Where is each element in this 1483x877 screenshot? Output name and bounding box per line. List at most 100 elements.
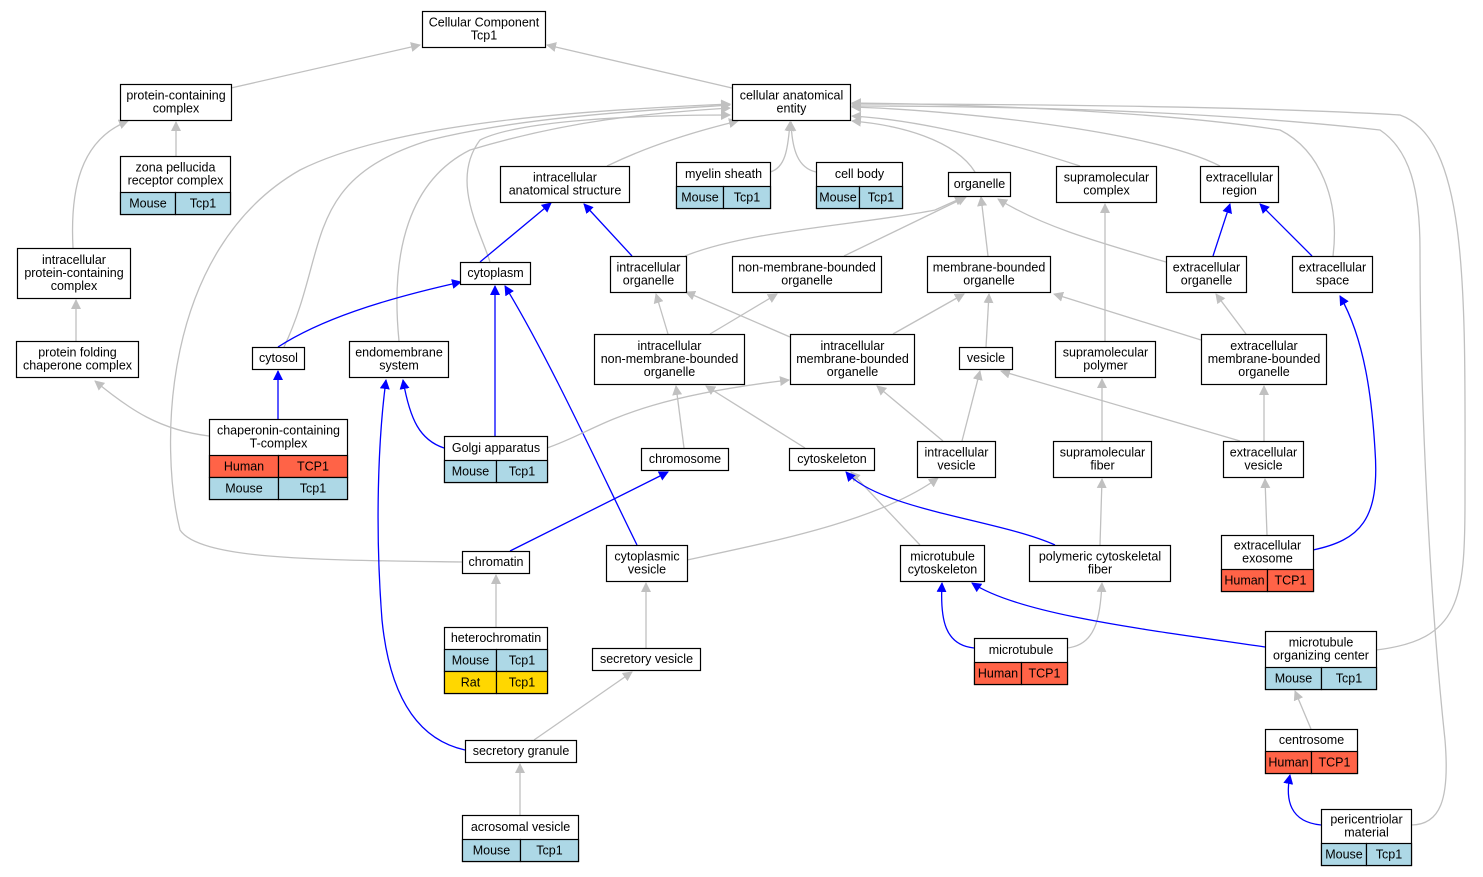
node-label-line: chaperonin-containing [217,424,340,438]
node-label-line: organelle [623,274,674,288]
node-label-line: heterochromatin [451,631,541,645]
edge-part-of-microtubule-to-mtcyto [936,582,975,649]
species-label: Human [224,460,264,474]
node-label-line: non-membrane-bounded [738,261,876,275]
edge-is-a-cellbody-to-cae [786,121,817,173]
edge-is-a-ias-to-cae [606,118,739,167]
go-term-node-cytoplasm[interactable]: cytoplasm [459,261,532,286]
gene-cell [495,670,549,695]
edge-is-a-inmbo-to-nmbo [709,293,778,335]
go-term-node-vesicle[interactable]: vesicle [958,346,1014,371]
edge-is-a-exmbo-to-exorg [1215,293,1247,335]
species-label: Mouse [473,844,511,858]
node-box [591,647,702,672]
go-term-node-chromatin[interactable]: chromatin [461,550,531,575]
edge-is-a-exregion-to-cae [851,102,1221,167]
node-box [421,10,547,49]
node-box [1200,333,1328,386]
go-term-node-organelle[interactable]: organelle [947,171,1012,198]
edge-part-of-golgi-to-endo [399,379,445,449]
edge-is-a-supcomplex-to-cae [851,111,1081,167]
species-label: Mouse [452,654,490,668]
go-term-node-secgran[interactable]: secretory granule [464,739,578,764]
node-box [1055,165,1158,204]
gene-label: TCP1 [297,460,329,474]
node-label-line: complex [153,102,200,116]
species-label: Mouse [1275,672,1313,686]
go-term-node-cytoskeleton[interactable]: cytoskeleton [788,447,876,472]
node-box [1222,440,1305,479]
node-box [348,340,450,379]
go-term-node-secves[interactable]: secretory vesicle [591,647,702,672]
species-label: Rat [461,676,481,690]
node-box [731,255,883,294]
edge-is-a-microtubule-to-pcf [1066,582,1107,649]
edge-part-of-iorg-to-ias [583,203,633,257]
node-label-line: extracellular [1230,446,1297,460]
edge-is-a-chromosome-to-inmbo [672,385,685,449]
edge-is-a-cytoplasm-to-cae [466,110,731,263]
go-term-node-inmbo[interactable]: intracellularnon-membrane-boundedorganel… [593,333,746,386]
node-label-line: vesicle [628,563,666,577]
node-box [1199,165,1280,204]
node-label-line: membrane-bounded [1208,352,1321,366]
node-label-line: protein folding [38,346,117,360]
edge-is-a-exspace-to-cae [851,98,1335,257]
node-label-line: chromatin [469,555,524,569]
species-label: Human [1268,756,1308,770]
edge-is-a-pcf-to-supfiber [1096,478,1107,546]
go-term-node-cytosol[interactable]: cytosol [251,346,306,371]
node-label-line: material [1344,826,1388,840]
node-label-line: microtubule [1289,636,1354,650]
edge-is-a-vesicle-to-mbo [983,293,994,348]
node-box [789,333,916,386]
species-label: Mouse [452,465,490,479]
edge-is-a-exorg-to-organelle [997,198,1167,263]
edge-is-a-cct-to-pfcc [94,380,210,437]
edge-part-of-pcm-to-centrosome [1283,774,1322,826]
node-box [916,440,997,479]
node-label-line: extracellular [1230,339,1297,353]
gene-label: Tcp1 [1336,672,1362,686]
species-label: Mouse [225,482,263,496]
gene-cell [495,459,549,484]
edge-is-a-pcc-to-cc [230,42,421,89]
go-term-node-chromosome[interactable]: chromosome [640,447,730,472]
